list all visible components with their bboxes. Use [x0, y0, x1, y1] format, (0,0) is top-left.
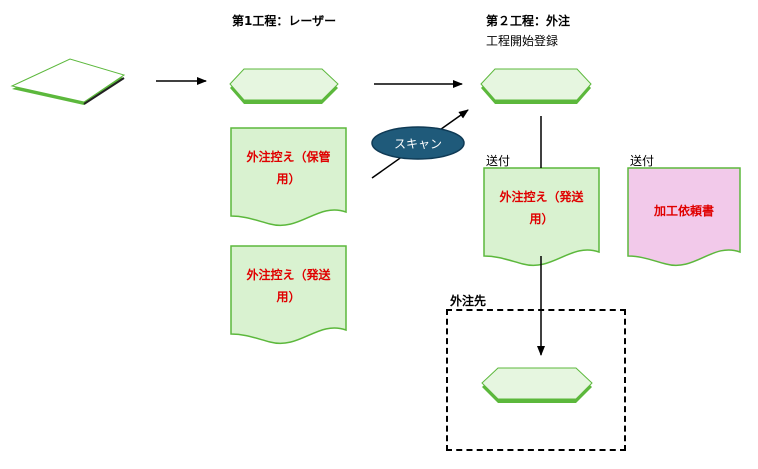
- step2-hexagon: [480, 68, 592, 104]
- step2-title: 第２工程：外注: [486, 14, 571, 28]
- doc3-text: 外注控え（発送 用）: [484, 186, 599, 230]
- doc2-line1: 外注控え（発送: [246, 268, 331, 282]
- step2-subtitle: 工程開始登録: [486, 34, 559, 48]
- vendor-label: 外注先: [450, 294, 487, 308]
- send-label-2: 送付: [630, 154, 655, 168]
- scan-label: スキャン: [393, 136, 442, 151]
- doc2-text: 外注控え（発送 用）: [231, 264, 346, 308]
- doc1-line1: 外注控え（保管: [246, 150, 331, 164]
- doc3-line2: 用）: [529, 212, 554, 226]
- doc4-text: 加工依頼書: [653, 204, 714, 218]
- doc2-shape: [230, 245, 347, 345]
- doc3-line1: 外注控え（発送: [499, 190, 584, 204]
- step1-hexagon: [229, 68, 339, 104]
- send-label-1: 送付: [486, 154, 511, 168]
- material-parallelogram: [10, 58, 126, 105]
- doc1-text: 外注控え（保管 用）: [231, 146, 346, 190]
- doc1-line2: 用）: [276, 172, 301, 186]
- vendor-hexagon: [481, 367, 593, 403]
- doc1-shape: [230, 127, 347, 227]
- step1-title: 第1工程：レーザー: [232, 14, 337, 28]
- doc3-shape: [483, 167, 600, 267]
- doc4-shape: [627, 167, 741, 267]
- vendor-dashed-box: [446, 309, 626, 451]
- doc2-line2: 用）: [276, 290, 301, 304]
- scan-ellipse: [371, 126, 465, 160]
